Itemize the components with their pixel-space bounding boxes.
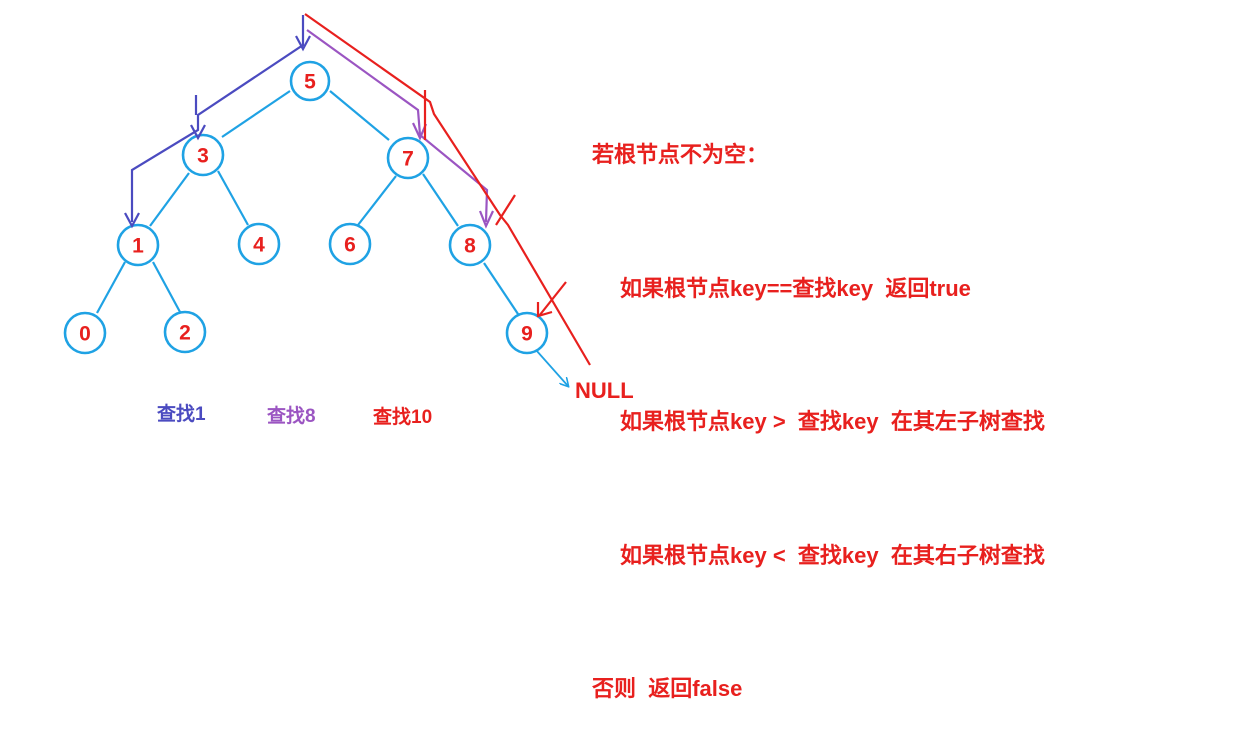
- rule-line-1: 若根节点不为空：: [592, 142, 769, 167]
- edge-5-7: [329, 90, 390, 141]
- edge-1-2: [152, 261, 181, 313]
- node-7-label: 7: [402, 148, 414, 171]
- search-path-10-stub-c: [538, 281, 567, 317]
- edge-7-6: [357, 175, 397, 226]
- node-1-circle: [116, 223, 160, 267]
- node-4-circle: [237, 222, 281, 266]
- rule-line-4: 如果根节点key < 查找key 在其右子树查找: [620, 542, 1045, 568]
- tree-edges: [96, 90, 519, 315]
- search-path-10-arrow-c: [536, 302, 553, 318]
- node-7-circle: [386, 136, 430, 180]
- node-3-circle: [181, 133, 225, 177]
- edge-8-9: [483, 262, 519, 315]
- legend-search8: 查找8: [266, 404, 316, 427]
- node-3-label: 3: [197, 145, 209, 168]
- node-8-circle: [448, 223, 492, 267]
- search-path-1-arrow-b: [190, 124, 206, 141]
- node-5-label: 5: [304, 71, 316, 94]
- search-path-10: [304, 13, 591, 366]
- edge-7-8: [422, 173, 459, 227]
- legend-search10: 查找10: [372, 405, 432, 428]
- tree-nodes: [63, 60, 549, 355]
- node-0-circle: [63, 311, 107, 355]
- search-path-8: [306, 29, 494, 229]
- rule-line-2: 如果根节点key==查找key 返回true: [620, 275, 971, 301]
- bst-search-diagram: 5 3 7 1 4 6 8 0 2 9 NULL 查找1 查找8 查找10: [63, 13, 634, 428]
- node-2-circle: [163, 310, 207, 354]
- node-5-circle: [289, 60, 331, 102]
- node-9-circle: [505, 311, 549, 355]
- node-labels: 5 3 7 1 4 6 8 0 2 9: [79, 71, 533, 346]
- search-path-10-stub-b: [495, 194, 516, 226]
- search-path-1: [124, 15, 311, 229]
- legend-search1: 查找1: [156, 402, 206, 425]
- node-6-circle: [328, 222, 372, 266]
- node-6-label: 6: [344, 234, 356, 257]
- rule-line-5: 否则 返回false: [592, 676, 743, 701]
- search-path-1-line: [130, 15, 305, 222]
- rule-line-3: 如果根节点key > 查找key 在其左子树查找: [620, 409, 1045, 434]
- search-path-1-arrow-c: [124, 212, 140, 229]
- search-path-8-line: [306, 29, 489, 223]
- node-8-label: 8: [464, 235, 476, 258]
- node-0-label: 0: [79, 323, 91, 346]
- edge-1-0: [96, 261, 126, 314]
- node-2-label: 2: [179, 322, 191, 345]
- node-1-label: 1: [132, 235, 144, 258]
- edge-5-3: [221, 90, 291, 138]
- null-label: NULL: [575, 378, 634, 403]
- edge-3-4: [217, 170, 249, 226]
- null-arrow: [535, 349, 568, 386]
- search-path-1-arrow-a: [295, 35, 311, 52]
- node-4-label: 4: [253, 234, 265, 257]
- search-path-10-line: [304, 13, 591, 366]
- search-rules: 若根节点不为空： 如果根节点key==查找key 返回true 如果根节点key…: [592, 44, 1045, 756]
- edge-3-1: [149, 172, 190, 227]
- node-9-label: 9: [521, 323, 533, 346]
- search-path-8-arrow-b: [478, 210, 494, 229]
